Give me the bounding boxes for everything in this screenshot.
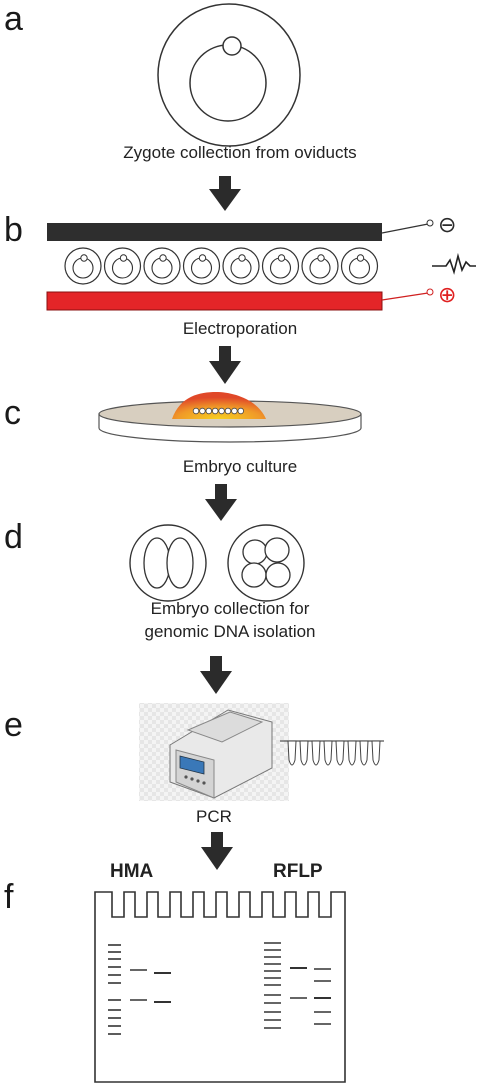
positive-electrode-symbol: ⊕ xyxy=(438,282,457,307)
caption-electroporation: Electroporation xyxy=(182,319,298,338)
culture-drop xyxy=(172,392,266,419)
pcr-screen xyxy=(179,755,205,775)
cultured-embryo xyxy=(199,407,206,415)
cultured-embryo xyxy=(218,407,225,415)
cultured-embryo xyxy=(211,407,219,415)
culture-dish-illustration xyxy=(98,392,362,443)
zygote xyxy=(182,247,221,285)
cultured-embryo xyxy=(237,407,244,415)
pcr-machine xyxy=(139,703,289,801)
pcr-tube xyxy=(347,740,357,766)
cultured-embryo xyxy=(205,407,212,415)
pcr-tube xyxy=(287,740,297,766)
zygote xyxy=(301,247,339,285)
zygote xyxy=(64,247,102,285)
zygote xyxy=(340,247,379,285)
cultured-embryo xyxy=(224,407,232,415)
pcr-tube xyxy=(323,740,333,766)
step-letter-a: a xyxy=(4,0,23,38)
gel-bands xyxy=(108,942,331,1035)
zygote-illustration xyxy=(157,3,301,147)
pcr-tube-strip xyxy=(280,740,384,766)
zygote-row xyxy=(64,247,379,285)
step-letter-f: f xyxy=(4,878,14,916)
two-cell-embryo xyxy=(129,524,207,602)
cultured-embryo xyxy=(231,407,238,415)
step-letter-e: e xyxy=(4,706,23,744)
step-letter-d: d xyxy=(4,518,23,556)
zygote xyxy=(143,247,181,285)
pulse-waveform xyxy=(432,252,476,275)
arrow-e-f xyxy=(201,832,233,870)
positive-plate xyxy=(46,291,383,311)
caption-pcr: PCR xyxy=(196,807,232,826)
four-cell-embryo xyxy=(227,524,305,602)
pcr-tube xyxy=(371,740,381,766)
arrow-d-e xyxy=(200,656,232,694)
step-letter-c: c xyxy=(4,394,21,432)
gel-label-rflp: RFLP xyxy=(273,861,323,882)
arrow-b-c xyxy=(209,346,241,384)
zygote xyxy=(222,247,260,285)
zygote xyxy=(103,247,142,285)
pcr-tube xyxy=(311,740,321,766)
arrow-a-b xyxy=(209,176,241,211)
arrow-c-d xyxy=(205,484,237,521)
pcr-tube xyxy=(299,740,309,766)
culture-embryos xyxy=(192,407,244,415)
negative-plate xyxy=(47,223,382,241)
zygote xyxy=(261,247,300,285)
caption-embryo-culture: Embryo culture xyxy=(182,457,298,476)
negative-electrode-symbol: ⊖ xyxy=(438,212,457,237)
pcr-tube xyxy=(359,740,369,766)
gel-label-hma: HMA xyxy=(110,861,154,882)
step-letter-b: b xyxy=(4,211,23,249)
caption-zygote-collection: Zygote collection from oviducts xyxy=(123,143,357,162)
pcr-tube xyxy=(335,740,345,766)
electroporation-illustration xyxy=(46,219,476,311)
caption-embryo-collection-line1: Embryo collection for xyxy=(150,599,310,618)
caption-embryo-collection-line2: genomic DNA isolation xyxy=(144,622,316,641)
cultured-embryo xyxy=(192,407,200,415)
gel-illustration xyxy=(94,891,346,1083)
